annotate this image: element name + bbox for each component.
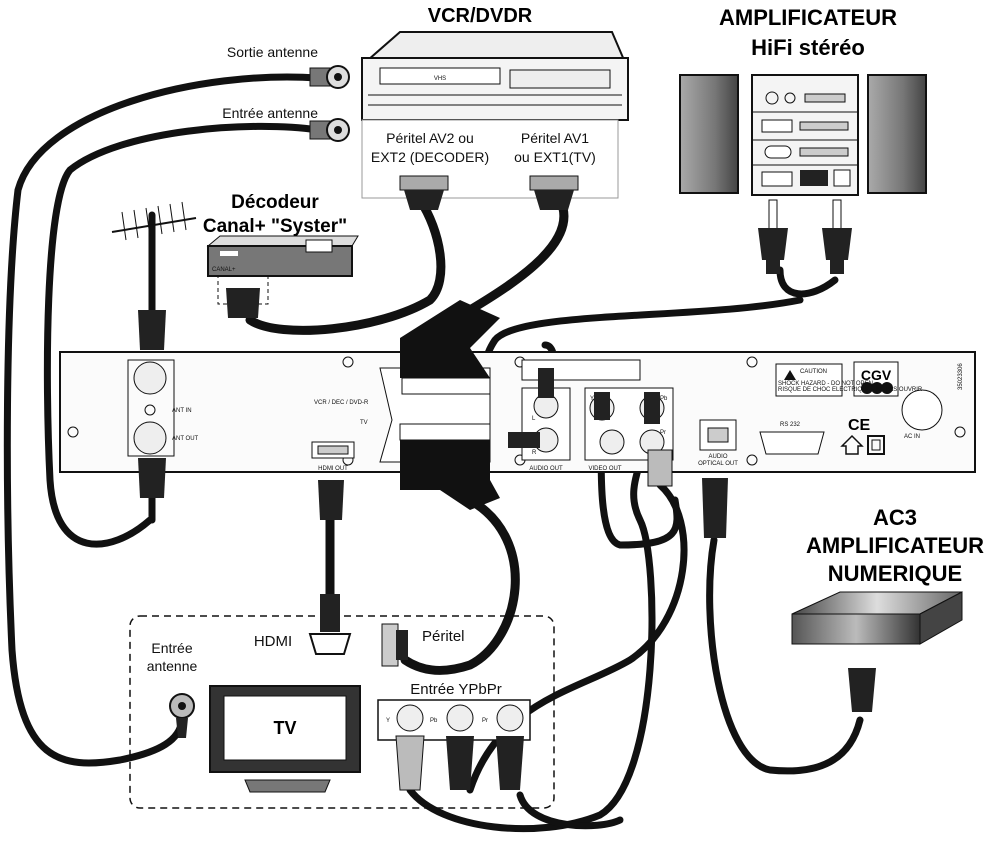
tv-y-text: Y (386, 718, 390, 724)
ant-out-plug (138, 458, 166, 498)
ac3-line2: AMPLIFICATEUR (806, 533, 984, 558)
audio-l-text: L (532, 416, 536, 422)
amp-rca-plugs (758, 199, 852, 274)
audio-optical-line2: OPTICAL OUT (698, 461, 738, 467)
hifi-amplifier (679, 74, 927, 196)
amp-title-line2: HiFi stéréo (751, 35, 865, 60)
ac3-amplifier-device (791, 591, 963, 645)
tv-pr-text: Pr (482, 718, 488, 724)
brand-logo: CGV (861, 367, 892, 383)
warning-text-2: RISQUE DE CHOC ELECTRIQUE - NE PAS OUVRI… (778, 387, 923, 393)
audio-r-text: R (532, 450, 537, 456)
peritel-av1-line1: Péritel AV1 (521, 130, 589, 146)
decoder-device: CANAL+ (206, 235, 359, 277)
peritel-av2-line2: EXT2 (DECODER) (371, 149, 489, 165)
television (209, 685, 361, 793)
audio-rca-plugs (508, 368, 554, 448)
cables (3, 73, 864, 833)
ac3-optical-plug (848, 668, 876, 712)
vcr-scart-av1 (529, 175, 579, 191)
tv-antenna-socket (169, 693, 195, 738)
ant-in-text: ANT IN (172, 408, 192, 414)
tv-area-outline (129, 615, 555, 809)
scart-plug-av1 (534, 190, 574, 210)
ac3-line3: NUMERIQUE (828, 561, 962, 586)
optical-plug (702, 478, 728, 538)
entree-antenne-label: Entrée antenne (222, 105, 318, 121)
tv-ypbpr-ports (377, 699, 531, 791)
entree-ypbpr-label: Entrée YPbPr (410, 681, 501, 698)
tv-scart-port (381, 623, 408, 667)
receiver-rear-panel (59, 351, 976, 473)
video-pb-text: Pb (660, 396, 668, 402)
decodeur-line1: Décodeur (231, 192, 319, 213)
entree-antenne-socket (309, 118, 350, 142)
video-out-text: VIDEO OUT (588, 466, 621, 472)
video-pr-text: Pr (660, 430, 666, 436)
hdmi-out-text: HDMI OUT (318, 466, 348, 472)
tv-entree-line2: antenne (147, 658, 198, 674)
outdoor-antenna (111, 201, 197, 310)
tv-hdmi-port (308, 594, 352, 655)
ypbpr-plugs-receiver (594, 392, 673, 487)
sortie-antenne-label: Sortie antenne (227, 44, 318, 60)
ant-in-plug (138, 310, 166, 350)
peritel-av1-line2: ou EXT1(TV) (514, 149, 596, 165)
warning-text-1: SHOCK HAZARD - DO NOT OPEN (778, 381, 873, 387)
vcr-scart-av2 (399, 175, 449, 191)
decoder-scart-plug (226, 288, 260, 318)
vhs-label: VHS (434, 76, 446, 82)
tv-pb-text: Pb (430, 718, 438, 724)
ant-out-text: ANT OUT (172, 436, 199, 442)
hdmi-label: HDMI (254, 633, 292, 650)
panel-tv-text: TV (360, 420, 368, 426)
decoder-scart-port (217, 275, 269, 305)
amp-title-line1: AMPLIFICATEUR (719, 5, 897, 30)
ce-mark: CE (848, 417, 871, 434)
rs232-text: RS 232 (780, 422, 801, 428)
tv-label: TV (273, 718, 296, 738)
decodeur-line2: Canal+ "Syster" (203, 216, 347, 237)
receiver-scart-plugs (399, 300, 500, 510)
hdmi-plug-top (318, 480, 344, 520)
video-y-text: Y (590, 396, 594, 402)
scart-plug-av2 (404, 190, 444, 210)
ac3-line1: AC3 (873, 505, 917, 530)
peritel-av2-line1: Péritel AV2 ou (386, 130, 474, 146)
tv-entree-line1: Entrée (151, 640, 192, 656)
audio-out-text: AUDIO OUT (529, 466, 563, 472)
audio-optical-line1: AUDIO (708, 454, 727, 460)
ac-in-text: AC IN (904, 434, 920, 440)
canal-plus-label: CANAL+ (212, 267, 236, 273)
serial-text: 35023306 (958, 363, 964, 390)
vcr-device: VHS (361, 31, 629, 121)
sortie-antenne-socket (309, 65, 350, 89)
vcr-dec-text: VCR / DEC / DVD-R (314, 400, 369, 406)
peritel-label: Péritel (422, 628, 465, 645)
caution-text: CAUTION (800, 369, 827, 375)
vcr-title: VCR/DVDR (428, 5, 533, 27)
